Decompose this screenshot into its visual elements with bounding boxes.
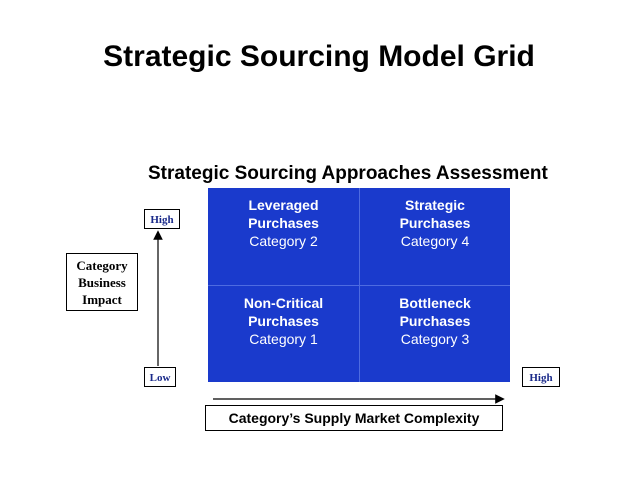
quadrant-title-line: Purchases <box>248 215 319 231</box>
quadrant-title-line: Bottleneck <box>399 295 471 311</box>
quadrant-title-line: Purchases <box>399 313 471 329</box>
y-axis-label-line: Business <box>78 275 126 290</box>
quadrant-non-critical: Non-Critical Purchases Category 1 <box>208 285 359 382</box>
x-axis-high-label: High <box>522 367 560 387</box>
quadrant-title-line: Leveraged <box>248 197 319 213</box>
y-axis-label-line: Impact <box>82 292 122 307</box>
page-title: Strategic Sourcing Model Grid <box>103 40 535 73</box>
quadrant-category: Category 1 <box>249 331 318 347</box>
quadrant-bottleneck: Bottleneck Purchases Category 3 <box>359 285 510 382</box>
assessment-subtitle: Strategic Sourcing Approaches Assessment <box>148 163 548 184</box>
quadrant-title-line: Purchases <box>399 215 471 231</box>
quadrant-category: Category 4 <box>400 233 470 249</box>
sourcing-grid: Leveraged Purchases Category 2 Strategic… <box>208 188 510 382</box>
quadrant-title-line: Strategic <box>405 197 465 213</box>
quadrant-title-line: Non-Critical <box>243 295 324 311</box>
quadrant-category: Category 3 <box>400 331 470 347</box>
y-axis-low-label: Low <box>144 367 176 387</box>
y-axis-high-label: High <box>144 209 180 229</box>
y-axis-label-box: Category Business Impact <box>66 253 138 311</box>
quadrant-category: Category 2 <box>249 233 318 249</box>
quadrant-leveraged: Leveraged Purchases Category 2 <box>208 188 359 285</box>
quadrant-title-line: Purchases <box>248 313 319 329</box>
quadrant-strategic: Strategic Purchases Category 4 <box>359 188 510 285</box>
x-axis-label-box: Category’s Supply Market Complexity <box>205 405 503 431</box>
y-axis-label-line: Category <box>76 258 128 273</box>
